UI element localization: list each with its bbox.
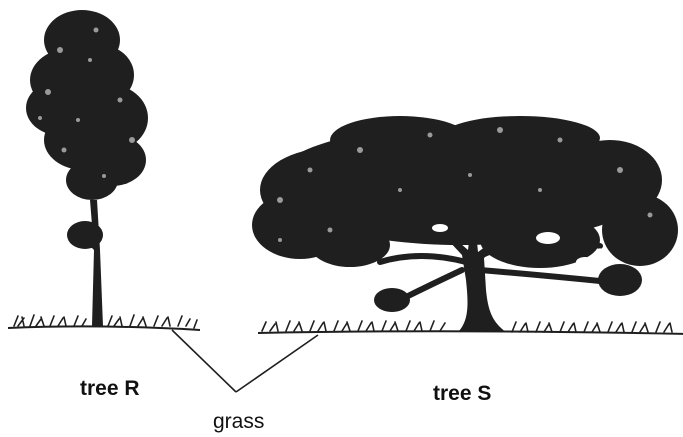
tree-r-trunk [90,200,103,326]
grass-tufts [14,315,672,332]
tree-r-label: tree R [80,377,140,401]
ground-right [258,331,683,334]
tree-r [26,10,148,326]
ground-left [8,326,200,330]
ground [8,326,683,334]
pointer-line-right [236,335,318,392]
tree-r-crown [26,10,148,249]
grass-pointer [172,330,318,392]
pointer-line-left [172,330,236,392]
tree-s [252,116,678,332]
tree-s-crown [252,116,678,312]
grass-label: grass [213,410,264,434]
tree-s-label: tree S [433,382,491,406]
